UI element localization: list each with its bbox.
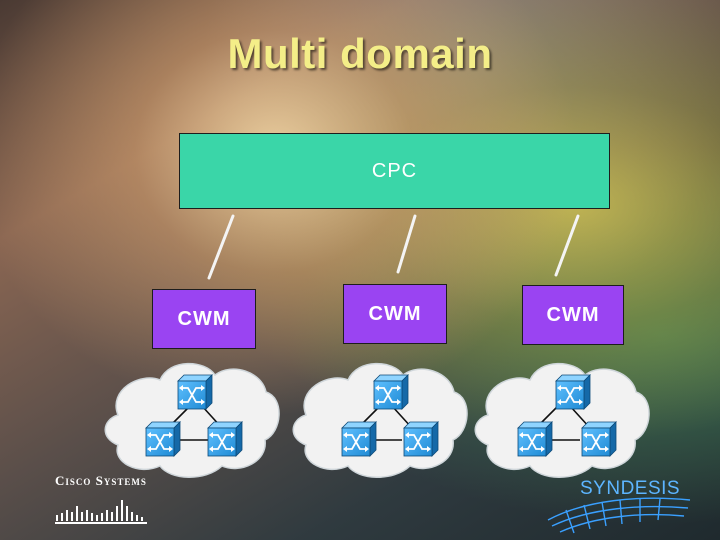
cwm-node-3: CWM: [522, 285, 624, 345]
switch-icon: [207, 421, 243, 457]
domain-cloud-2: [292, 362, 468, 478]
switch-icon: [517, 421, 553, 457]
syndesis-logo-text: SYNDESIS: [580, 478, 681, 499]
switch-icon: [341, 421, 377, 457]
domain-cloud-3: [474, 362, 650, 478]
cwm-label: CWM: [177, 307, 231, 330]
cpc-label: CPC: [371, 159, 418, 182]
cisco-logo-text: Cisco Systems: [55, 473, 147, 488]
switch-icon: [581, 421, 617, 457]
cwm-node-2: CWM: [343, 284, 447, 344]
switch-icon: [403, 421, 439, 457]
switch-icon: [555, 374, 591, 410]
switch-icon: [177, 374, 213, 410]
cwm-node-1: CWM: [152, 289, 256, 349]
cpc-connectors: [207, 214, 580, 280]
connector-1: [207, 214, 235, 280]
page-title: Multi domain: [227, 30, 493, 77]
syndesis-grid-icon: [547, 497, 691, 534]
domain-cloud-1: [104, 362, 280, 478]
switch-icon: [373, 374, 409, 410]
cpc-node: CPC: [179, 133, 610, 209]
cwm-label: CWM: [546, 303, 600, 326]
connector-3: [554, 214, 580, 277]
connector-2: [396, 214, 417, 274]
cwm-label: CWM: [368, 302, 422, 325]
cisco-bridge-icon: [55, 500, 147, 524]
switch-icon: [145, 421, 181, 457]
